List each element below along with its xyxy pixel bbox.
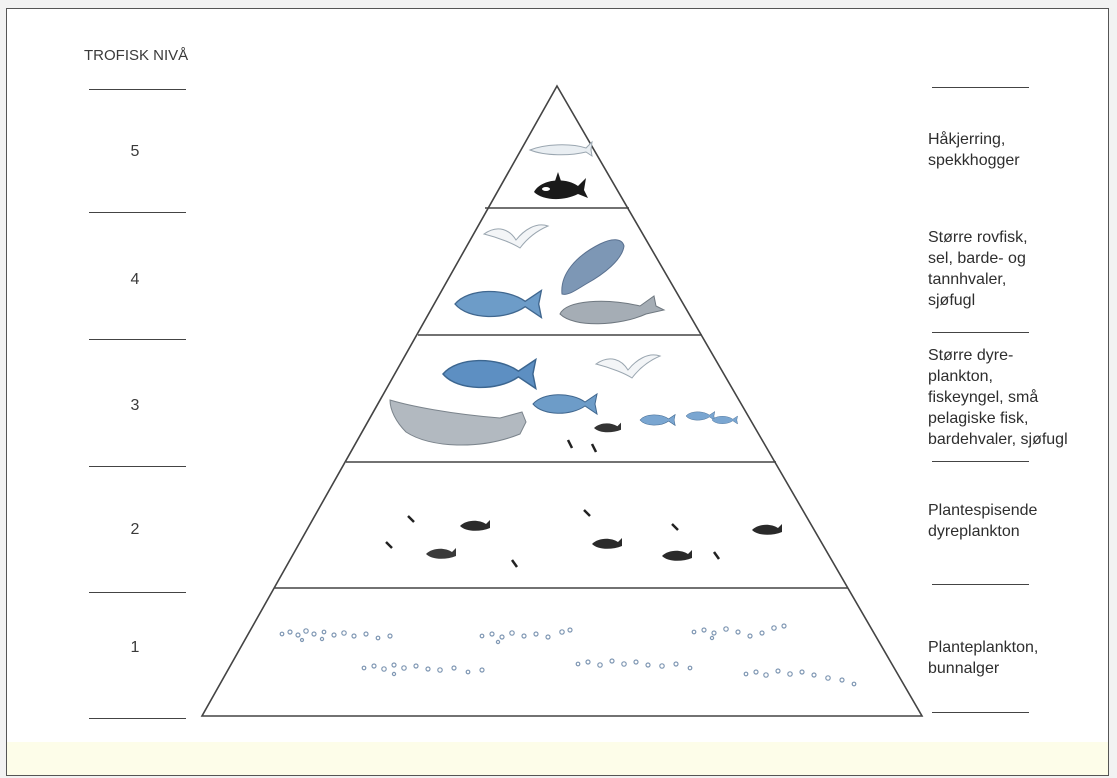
- desc-line: plankton,: [928, 368, 993, 385]
- desc-divider: [932, 332, 1029, 333]
- shark-icon: [528, 140, 593, 158]
- desc-line: pelagiske fisk,: [928, 410, 1029, 427]
- level-number-4: 4: [130, 271, 140, 288]
- zooplankton-icon: [590, 443, 598, 453]
- level-divider: [89, 212, 186, 213]
- level-divider: [89, 718, 186, 719]
- trophic-level-heading: TROFISK NIVÅ: [84, 47, 189, 64]
- copepod-icon: [712, 551, 721, 560]
- level-divider: [89, 89, 186, 90]
- level-divider: [89, 339, 186, 340]
- desc-line: sjøfugl: [928, 292, 976, 309]
- seagull-icon: [482, 224, 550, 249]
- desc-line: bunnalger: [928, 660, 1000, 677]
- seagull-icon: [594, 354, 662, 379]
- desc-line: sel, barde- og: [928, 250, 1026, 267]
- phytoplankton-icon: [279, 623, 857, 687]
- whale-icon: [559, 295, 666, 325]
- level-3-description: Større dyre- plankton, fiskeyngel, små p…: [928, 345, 1068, 450]
- desc-line: Større rovfisk,: [928, 229, 1028, 246]
- desc-line: tannhvaler,: [928, 271, 1007, 288]
- level-number-3: 3: [130, 397, 140, 414]
- level-number-5: 5: [130, 143, 140, 160]
- desc-line: Større dyre-: [928, 347, 1014, 364]
- level-2-description: Plantespisende dyreplankton: [928, 500, 1037, 542]
- orca-icon: [534, 172, 588, 200]
- zooplankton-icon: [566, 439, 574, 449]
- desc-line: Plantespisende: [928, 502, 1038, 519]
- copepod-icon: [583, 509, 591, 517]
- level-4-description: Større rovfisk, sel, barde- og tannhvale…: [928, 227, 1028, 311]
- level-5-description: Håkjerring, spekkhogger: [928, 129, 1020, 171]
- copepod-icon: [510, 559, 519, 568]
- copepod-icon: [407, 515, 415, 523]
- desc-line: dyreplankton: [928, 523, 1020, 540]
- whale-icon: [389, 399, 527, 446]
- desc-divider: [932, 461, 1029, 462]
- bottom-strip: [7, 742, 1108, 775]
- level-divider: [89, 466, 186, 467]
- desc-divider: [932, 87, 1029, 88]
- desc-line: Planteplankton,: [928, 639, 1039, 656]
- desc-line: bardehvaler, sjøfugl: [928, 431, 1068, 448]
- desc-divider: [932, 584, 1029, 585]
- desc-line: fiskeyngel, små: [928, 389, 1039, 406]
- desc-line: Håkjerring,: [928, 131, 1006, 148]
- seal-icon: [561, 239, 625, 295]
- level-number-1: 1: [130, 639, 140, 656]
- desc-divider: [932, 712, 1029, 713]
- copepod-icon: [671, 523, 679, 531]
- level-number-2: 2: [130, 521, 140, 538]
- copepod-icon: [385, 541, 393, 549]
- level-divider: [89, 592, 186, 593]
- level-1-description: Planteplankton, bunnalger: [928, 637, 1038, 679]
- desc-line: spekkhogger: [928, 152, 1020, 169]
